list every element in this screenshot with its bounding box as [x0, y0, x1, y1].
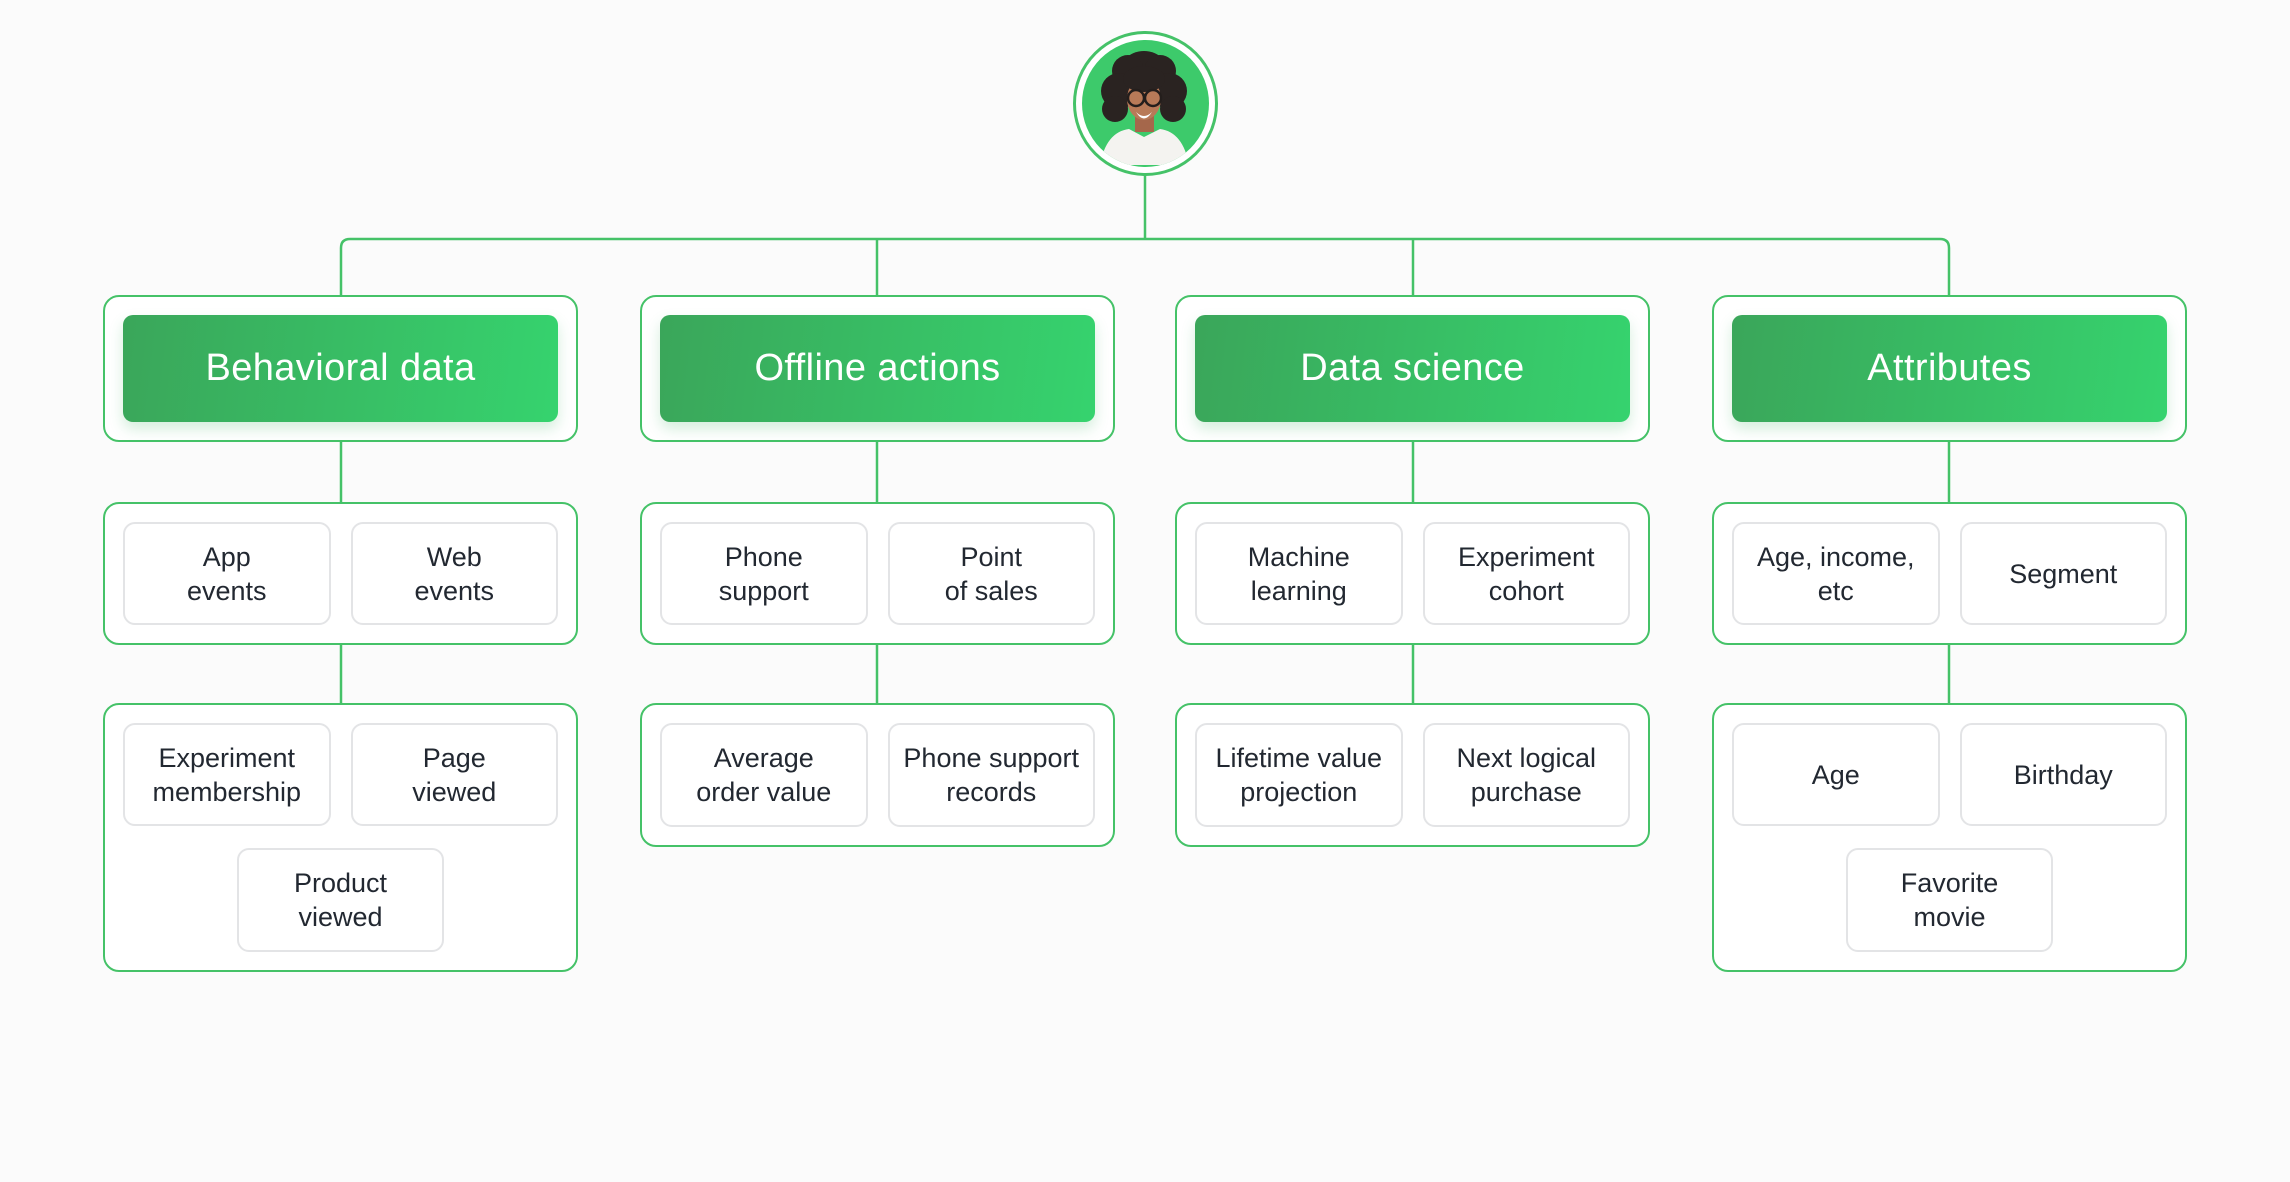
- behavioral-data-group-1: App events Web events: [103, 502, 578, 645]
- category-title: Offline actions: [660, 315, 1095, 422]
- node-product-viewed: Product viewed: [237, 848, 444, 952]
- node-label: Page: [422, 742, 486, 773]
- node-page-viewed: Page viewed: [350, 723, 558, 826]
- node-label: membership: [152, 776, 302, 807]
- node-label: Favorite: [1900, 868, 1999, 898]
- data-science-group-2: Lifetime value projection Next logical p…: [1175, 703, 1650, 847]
- node-point-of-sales: Point of sales: [887, 522, 1095, 625]
- node-phone-support: Phone support: [660, 522, 868, 625]
- node-segment: Segment: [1959, 522, 2167, 625]
- node-label: viewed: [298, 902, 383, 932]
- node-label: events: [414, 575, 495, 606]
- node-phone-support-records: Phone support records: [887, 723, 1095, 827]
- node-label: Product: [293, 868, 388, 898]
- node-label: support: [718, 575, 809, 606]
- node-app-events: App events: [123, 522, 331, 625]
- node-label: Point: [960, 541, 1023, 572]
- node-label: Average: [713, 743, 814, 773]
- category-title: Attributes: [1732, 315, 2167, 422]
- category-title: Data science: [1195, 315, 1630, 422]
- node-experiment-cohort: Experiment cohort: [1422, 522, 1630, 625]
- trunk-connector-line: [339, 237, 1951, 298]
- node-label: Phone: [724, 541, 803, 572]
- node-machine-learning: Machine learning: [1195, 522, 1403, 625]
- category-title: Behavioral data: [123, 315, 558, 422]
- category-header-behavioral-data: Behavioral data: [103, 295, 578, 442]
- node-average-order-value: Average order value: [660, 723, 868, 827]
- node-label: Experiment: [1457, 541, 1595, 572]
- node-label: of sales: [944, 575, 1038, 606]
- node-label: Experiment: [158, 742, 296, 773]
- node-favorite-movie: Favorite movie: [1846, 848, 2053, 952]
- node-label: Next logical: [1456, 743, 1597, 773]
- node-experiment-membership: Experiment membership: [123, 723, 331, 826]
- category-title-label: Offline actions: [754, 347, 1001, 389]
- node-label: cohort: [1488, 575, 1564, 606]
- node-label: Web: [426, 541, 482, 572]
- data-science-group-1: Machine learning Experiment cohort: [1175, 502, 1650, 645]
- category-header-attributes: Attributes: [1712, 295, 2187, 442]
- category-title-label: Data science: [1300, 347, 1525, 389]
- node-label: Phone support: [903, 743, 1080, 773]
- category-header-data-science: Data science: [1175, 295, 1650, 442]
- node-label: purchase: [1470, 777, 1582, 807]
- category-title-label: Attributes: [1867, 347, 2032, 389]
- node-label: Birthday: [2013, 759, 2113, 790]
- node-label: order value: [696, 777, 832, 807]
- node-age: Age: [1732, 723, 1940, 826]
- node-label: records: [946, 777, 1037, 807]
- node-label: Lifetime value: [1215, 743, 1383, 773]
- node-web-events: Web events: [350, 522, 558, 625]
- node-label: Segment: [2009, 558, 2118, 589]
- node-label: learning: [1250, 575, 1347, 606]
- node-label: etc: [1817, 575, 1854, 606]
- node-label: viewed: [412, 776, 497, 807]
- person-avatar-icon: [1082, 40, 1209, 167]
- behavioral-data-group-2: Experiment membership Page viewed Produc…: [103, 703, 578, 972]
- attributes-group-2: Age Birthday Favorite movie: [1712, 703, 2187, 972]
- node-next-logical-purchase: Next logical purchase: [1422, 723, 1630, 827]
- category-header-offline-actions: Offline actions: [640, 295, 1115, 442]
- offline-actions-group-1: Phone support Point of sales: [640, 502, 1115, 645]
- offline-actions-group-2: Average order value Phone support record…: [640, 703, 1115, 847]
- node-label: projection: [1240, 777, 1358, 807]
- node-label: Age, income,: [1756, 541, 1915, 572]
- node-lifetime-value-projection: Lifetime value projection: [1195, 723, 1403, 827]
- node-birthday: Birthday: [1959, 723, 2167, 826]
- avatar: [1073, 31, 1218, 176]
- node-label: movie: [1913, 902, 1986, 932]
- node-label: Age: [1811, 759, 1860, 790]
- node-label: events: [186, 575, 267, 606]
- attributes-group-1: Age, income, etc Segment: [1712, 502, 2187, 645]
- node-label: App: [202, 541, 251, 572]
- category-title-label: Behavioral data: [205, 347, 476, 389]
- node-label: Machine: [1247, 541, 1350, 572]
- node-age-income-etc: Age, income, etc: [1732, 522, 1940, 625]
